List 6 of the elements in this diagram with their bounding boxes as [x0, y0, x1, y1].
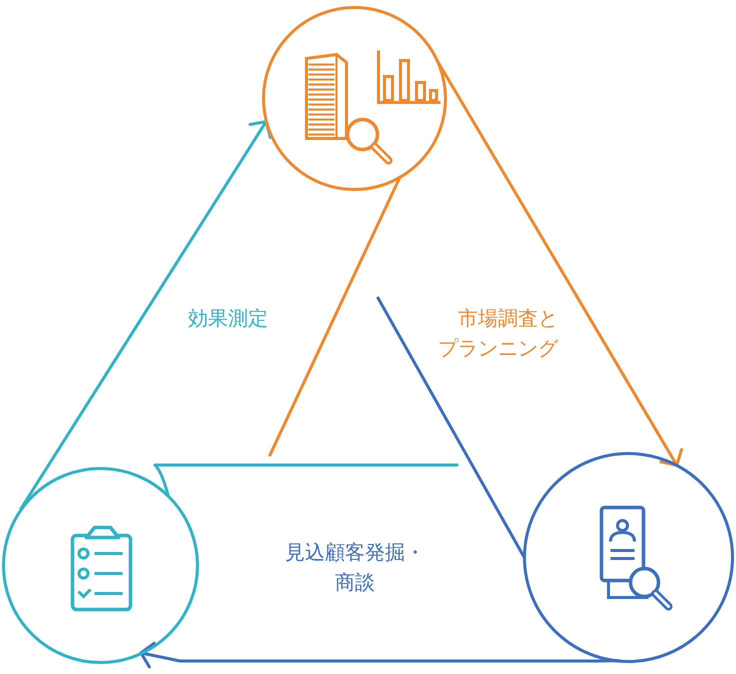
- arrow: [19, 120, 272, 510]
- edge-label: 市場調査とプランニング: [438, 305, 558, 362]
- edge-label: 見込顧客発掘・商談: [285, 539, 425, 596]
- edge-label: 効果測定: [187, 305, 269, 332]
- arrow: [140, 642, 619, 668]
- arrow: [435, 58, 684, 467]
